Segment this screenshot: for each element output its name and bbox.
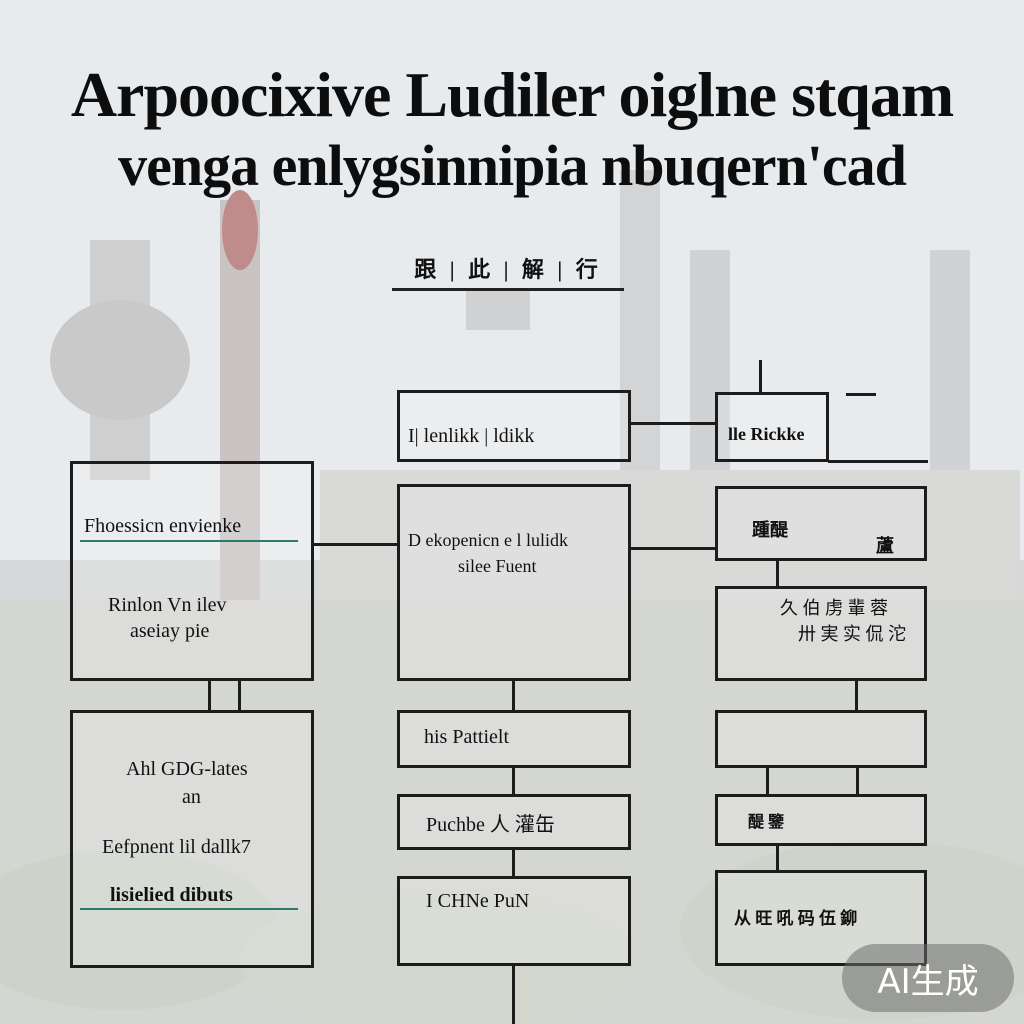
right-box-1 (715, 486, 927, 561)
right-box-2-line2: 卅 実 实 侃 沱 (798, 620, 906, 646)
center-row2-label: Puchbe 人 灌缶 (426, 808, 555, 837)
connector-center-bottom (512, 966, 515, 1024)
right-box-5-label: 从 旺 吼 码 伍 鉚 (734, 904, 857, 929)
center-top-label: I| lenlikk | ldikk (408, 425, 534, 448)
right-top-label: lle Rickke (728, 424, 805, 445)
right-box-4 (715, 794, 927, 846)
center-main-line1: D ekopenicn e l lulidk (408, 530, 568, 551)
left-top-line1: Rinlon Vn ilev (108, 594, 227, 617)
right-box-3 (715, 710, 927, 768)
left-bottom-line1: Ahl GDG-lates (126, 758, 248, 781)
connector-left-vertical-a (208, 680, 211, 710)
right-box-1-right: 蘆 (876, 532, 894, 558)
left-top-underline (80, 540, 298, 542)
center-main-line2: silee Fuent (458, 556, 537, 577)
connector-center-right (630, 547, 716, 550)
connector-center-vertical-3 (512, 850, 515, 876)
center-main-box (397, 484, 631, 681)
center-row3-label: I CHNe PuN (426, 890, 529, 913)
connector-center-vertical-1 (512, 680, 515, 710)
left-top-heading: Fhoessicn envienke (84, 515, 241, 538)
left-bottom-line2: an (182, 786, 201, 809)
right-box-1-left: 踵醍 (752, 516, 788, 542)
connector-left-center (312, 543, 400, 546)
left-bottom-line3: Eefpnent lil dallk7 (102, 836, 251, 859)
connector-right-vertical-1 (776, 560, 779, 586)
connector-center-top-right-top (630, 422, 716, 425)
connector-right-top-stem (759, 360, 762, 392)
connector-right-vertical-3 (766, 768, 769, 794)
left-bottom-underline (80, 908, 298, 910)
connector-right-top-tick (846, 393, 876, 396)
connector-right-vertical-5 (776, 846, 779, 870)
right-box-2-line1: 久 伯 虏 輩 蓉 (780, 594, 888, 620)
diagram-title-line2: venga enlygsinnipia nbuqern'cad (0, 132, 1024, 199)
center-row1-label: his Pattielt (424, 726, 509, 749)
diagram-subtitle: 跟 | 此 | 解 | 行 (392, 252, 624, 291)
left-top-box (70, 461, 314, 681)
left-bottom-line4: lisielied dibuts (110, 884, 233, 907)
connector-center-vertical-2 (512, 768, 515, 794)
left-top-line2: aseiay pie (130, 620, 209, 643)
ai-generated-badge: AI生成 (842, 944, 1014, 1012)
connector-right-vertical-4 (856, 768, 859, 794)
right-box-4-label: 醍 鑒 (748, 808, 784, 832)
connector-right-extension (828, 460, 928, 463)
connector-right-vertical-2 (855, 680, 858, 710)
connector-left-vertical-b (238, 680, 241, 710)
diagram-title-line1: Arpoocixive Ludiler oiglne stqam (0, 58, 1024, 132)
